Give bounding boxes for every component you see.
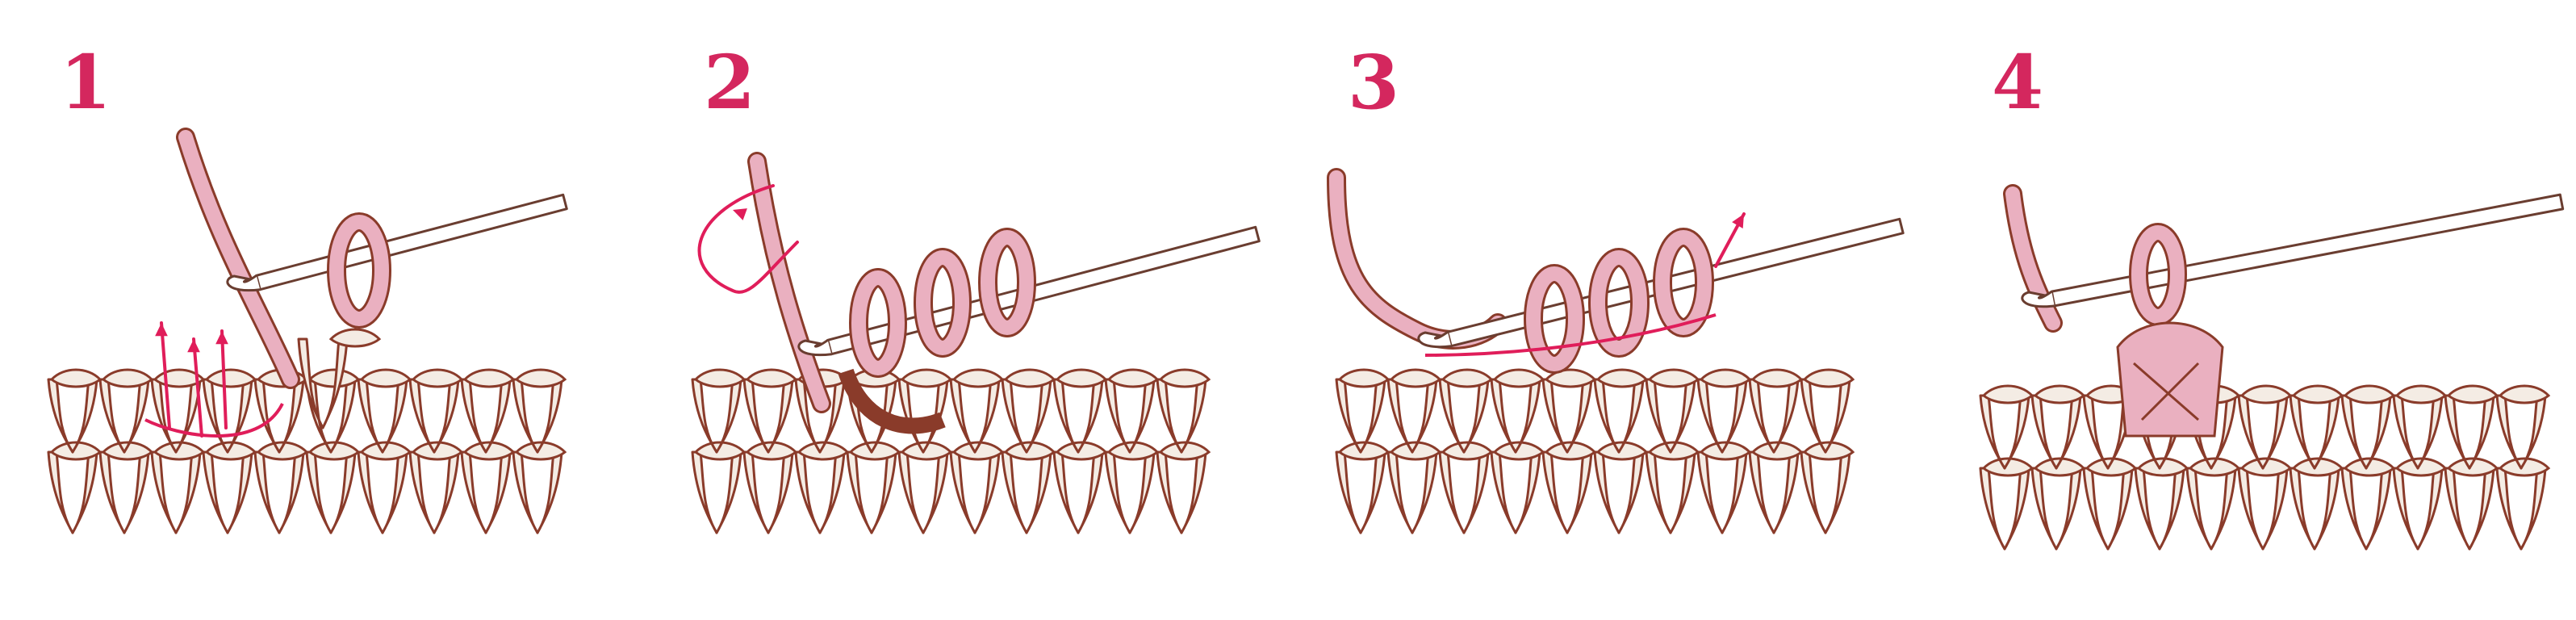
step-panel-2: 2	[644, 0, 1288, 620]
step-number-2: 2	[704, 39, 756, 126]
working-yarn	[2003, 184, 2063, 333]
step-illustration-4	[1979, 184, 2565, 551]
step-illustration-1	[47, 128, 568, 534]
crochet-fabric	[1979, 384, 2551, 551]
step-panel-1: 1	[0, 0, 644, 620]
current-stitch	[297, 337, 349, 429]
yarn-loop	[849, 268, 907, 378]
step-number-1: 1	[60, 39, 112, 126]
crochet-hook	[226, 193, 568, 292]
direction-arrow	[1714, 212, 1746, 268]
step-illustration-3	[1327, 168, 1905, 534]
crochet-hook	[2021, 193, 2565, 308]
crochet-fabric	[1335, 368, 1855, 534]
yarn-loop	[914, 248, 972, 358]
step-number-4: 4	[1992, 39, 2044, 126]
crochet-fabric	[691, 368, 1211, 534]
working-yarn	[747, 152, 831, 413]
direction-arrow	[155, 321, 171, 429]
yarn-loop	[1588, 248, 1650, 358]
step-panel-3: 3	[1288, 0, 1932, 620]
yarn-loop	[2129, 223, 2187, 326]
completed-stitch	[2116, 321, 2224, 438]
step-number-3: 3	[1348, 39, 1400, 126]
yarn-loop	[1653, 228, 1714, 337]
yarn-loop	[327, 212, 391, 329]
direction-arrow	[215, 329, 228, 429]
crochet-fabric	[47, 368, 567, 534]
yarn-loop	[978, 228, 1036, 337]
direction-arrow	[187, 337, 203, 438]
step-panel-4: 4	[1932, 0, 2576, 620]
crochet-hook	[1417, 217, 1905, 349]
crochet-hook	[797, 225, 1261, 357]
step-illustration-2	[691, 152, 1261, 534]
direction-arrow	[697, 184, 799, 294]
working-yarn	[176, 128, 300, 389]
working-yarn	[1327, 168, 1508, 350]
yarn-loop	[1524, 264, 1585, 374]
